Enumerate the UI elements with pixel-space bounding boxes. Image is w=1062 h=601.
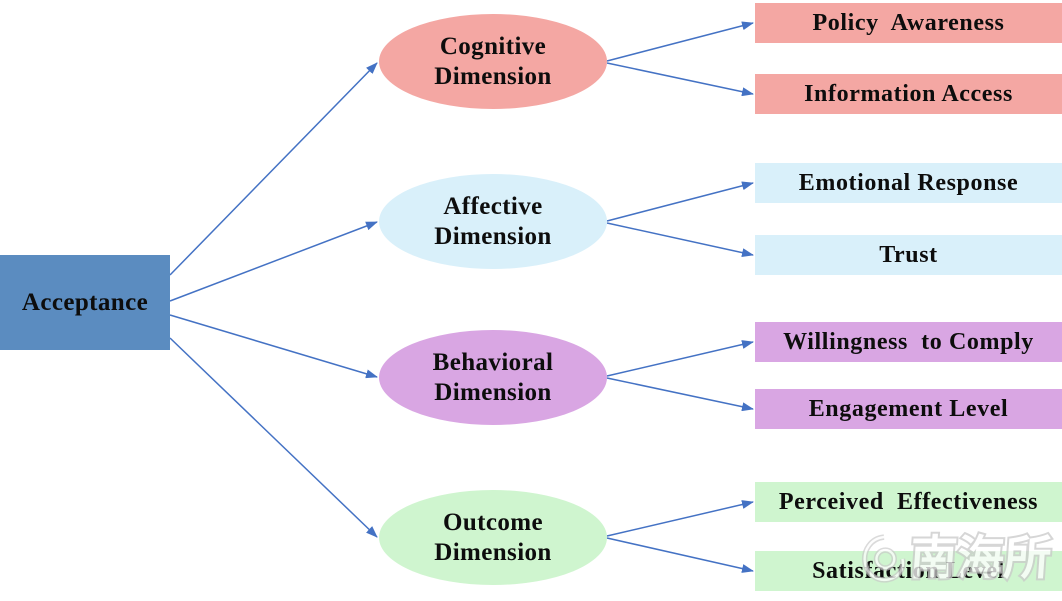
connector-affective-trust (606, 222, 754, 258)
leaf-label: Trust (879, 241, 938, 268)
branch-node-behavioral-dimension[interactable]: Behavioral Dimension (379, 330, 607, 425)
leaf-node-policy-awareness[interactable]: Policy Awareness (755, 3, 1062, 43)
leaf-label: Policy Awareness (812, 9, 1005, 36)
leaf-label: Willingness to Comply (783, 328, 1034, 355)
root-node-acceptance[interactable]: Acceptance (0, 255, 170, 350)
leaf-node-information-access[interactable]: Information Access (755, 74, 1062, 114)
branch-node-outcome-dimension[interactable]: Outcome Dimension (379, 490, 607, 585)
connector-root-outcome (169, 337, 378, 538)
leaf-node-trust[interactable]: Trust (755, 235, 1062, 275)
branch-label: Affective Dimension (434, 192, 552, 250)
leaf-label: Satisfaction Level (812, 557, 1005, 584)
connector-outcome-perceived (606, 500, 754, 537)
connector-root-affective (169, 221, 378, 302)
leaf-label: Emotional Response (798, 169, 1019, 196)
connector-root-cognitive (169, 62, 378, 276)
leaf-label: Information Access (804, 80, 1013, 107)
leaf-node-willingness-to-comply[interactable]: Willingness to Comply (755, 322, 1062, 362)
root-label: Acceptance (21, 288, 149, 316)
leaf-node-engagement-level[interactable]: Engagement Level (755, 389, 1062, 429)
connector-behavioral-engagement (606, 377, 754, 412)
connector-cognitive-policy-awareness (606, 21, 754, 62)
leaf-node-satisfaction-level[interactable]: Satisfaction Level (755, 551, 1062, 591)
branch-label: Cognitive Dimension (434, 32, 552, 90)
connector-cognitive-information-access (606, 62, 754, 97)
branch-node-affective-dimension[interactable]: Affective Dimension (379, 174, 607, 269)
leaf-node-emotional-response[interactable]: Emotional Response (755, 163, 1062, 203)
branch-node-cognitive-dimension[interactable]: Cognitive Dimension (379, 14, 607, 109)
branch-label: Behavioral Dimension (432, 348, 554, 406)
leaf-node-perceived-effectiveness[interactable]: Perceived Effectiveness (755, 482, 1062, 522)
connector-root-behavioral (169, 314, 378, 379)
connector-affective-emotional-response (606, 181, 754, 222)
branch-label: Outcome Dimension (434, 508, 552, 566)
leaf-label: Engagement Level (808, 395, 1009, 422)
leaf-label: Perceived Effectiveness (778, 488, 1039, 515)
connector-behavioral-willingness (606, 340, 754, 377)
connector-outcome-satisfaction (606, 537, 754, 573)
